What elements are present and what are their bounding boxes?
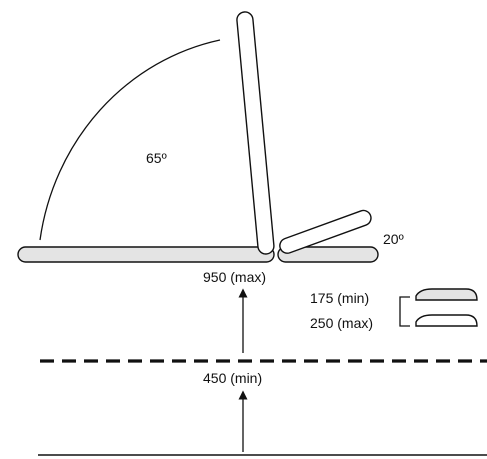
backrest-angle-arc [39, 39, 221, 241]
bed-main-section [17, 246, 275, 263]
backrest-angle-label: 65º [146, 150, 167, 166]
max-height-label: 950 (max) [203, 269, 266, 285]
cushion-bracket [399, 296, 410, 327]
cushion-min-label: 175 (min) [310, 290, 369, 306]
bed-foot-section [277, 246, 379, 263]
cushion-thin-profile [415, 288, 478, 301]
legrest [279, 209, 372, 254]
cushion-max-label: 250 (max) [310, 315, 373, 331]
legrest-angle-label: 20º [383, 231, 404, 247]
cushion-thick-profile [415, 314, 478, 327]
min-height-label: 450 (min) [203, 370, 262, 386]
backrest [236, 11, 275, 255]
